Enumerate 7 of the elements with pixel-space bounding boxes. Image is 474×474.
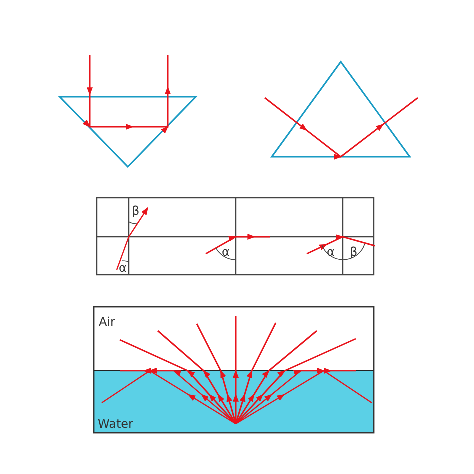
angle-label: α [327,246,335,258]
angle-label: α [222,246,230,258]
angle-label: β [350,246,358,258]
angle-label: α [119,262,127,274]
medium-label: Air [99,316,116,328]
angle-label: β [132,205,140,217]
medium-label: Water [98,418,134,430]
